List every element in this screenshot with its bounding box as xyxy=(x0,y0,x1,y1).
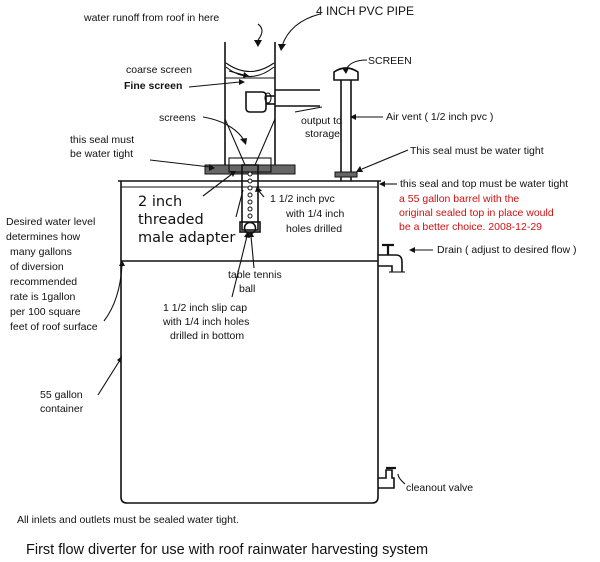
label-adapter-1: 2 inch xyxy=(138,194,182,210)
label-desired-8: feet of roof surface xyxy=(10,321,98,333)
label-container-2: container xyxy=(40,403,84,415)
label-slip-1: 1 1/2 inch slip cap xyxy=(163,302,247,314)
label-screens: screens xyxy=(159,112,196,124)
vent-seal xyxy=(334,171,358,178)
label-adapter-3: male adapter xyxy=(138,230,235,246)
label-runoff: water runoff from roof in here xyxy=(83,12,219,24)
label-desired-5: recommended xyxy=(10,276,77,288)
label-coarse-screen: coarse screen xyxy=(126,64,192,76)
label-drain: Drain ( adjust to desired flow ) xyxy=(437,244,576,256)
label-output-2: storage xyxy=(305,128,340,140)
diverter-inner-pipe xyxy=(228,157,272,233)
label-air-vent: Air vent ( 1/2 inch pvc ) xyxy=(386,111,493,123)
label-seal-2: This seal must be water tight xyxy=(410,145,544,157)
label-pvc-pipe: 4 INCH PVC PIPE xyxy=(316,4,414,18)
label-slip-2: with 1/4 inch holes xyxy=(162,316,249,328)
red-note-2: original sealed top in place would xyxy=(399,207,554,219)
label-screen-top: SCREEN xyxy=(368,55,412,67)
label-pvc-2: with 1/4 inch xyxy=(285,208,345,220)
label-slip-3: drilled in bottom xyxy=(170,330,244,342)
label-tennis-2: ball xyxy=(239,283,255,295)
label-desired-4: of diversion xyxy=(10,261,64,273)
label-container-1: 55 gallon xyxy=(40,389,83,401)
drain-faucet xyxy=(378,243,405,273)
footer-sealed-note: All inlets and outlets must be sealed wa… xyxy=(17,514,239,526)
label-cleanout: cleanout valve xyxy=(406,482,473,494)
red-note-3: be a better choice. 2008-12-29 xyxy=(399,221,542,233)
label-desired-3: many gallons xyxy=(10,246,72,258)
label-desired-2: determines how xyxy=(6,231,81,243)
label-seal-1-1: this seal must xyxy=(70,134,134,146)
footer-caption: First flow diverter for use with roof ra… xyxy=(26,542,428,558)
label-adapter-2: threaded xyxy=(138,212,204,228)
cleanout-valve xyxy=(378,466,396,489)
label-desired-1: Desired water level xyxy=(6,216,95,228)
coarse-screen xyxy=(225,62,275,73)
fine-screen xyxy=(225,66,275,78)
label-seal-1-2: be water tight xyxy=(70,148,133,160)
label-pvc-1: 1 1/2 inch pvc xyxy=(270,193,335,205)
label-output-1: output to xyxy=(301,115,342,127)
label-desired-6: rate is 1gallon xyxy=(10,291,76,303)
label-seal-3: this seal and top must be water tight xyxy=(400,178,568,190)
red-note-1: a 55 gallon barrel with the xyxy=(399,193,519,205)
label-pvc-3: holes drilled xyxy=(286,223,342,235)
label-desired-7: per 100 square xyxy=(10,306,81,318)
arrows xyxy=(97,13,433,485)
label-fine-screen: Fine screen xyxy=(124,80,182,92)
output-pipe xyxy=(245,89,320,113)
label-tennis-1: table tennis xyxy=(228,269,282,281)
